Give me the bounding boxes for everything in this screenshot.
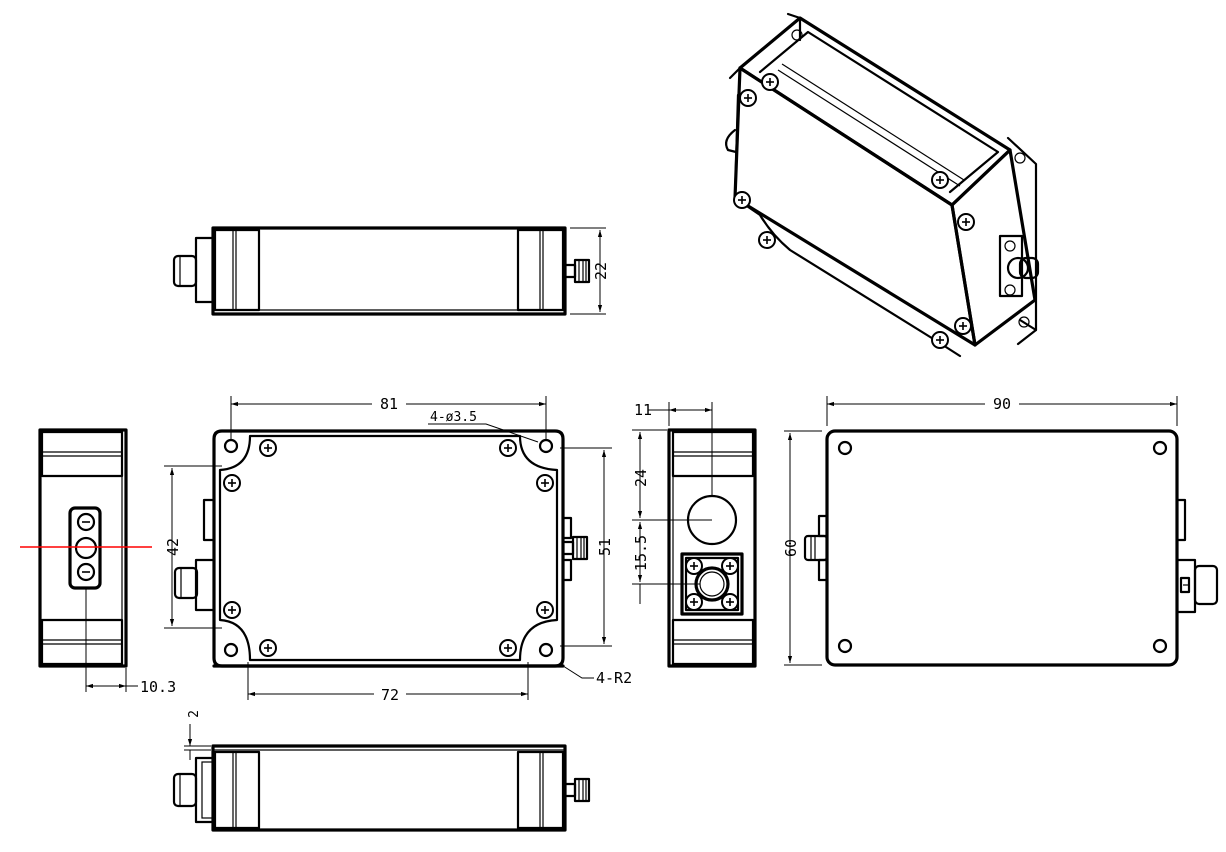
front-view: 81 4-ø3.5 42 51 72 4-R2 [164,394,632,704]
dim-top-width: 81 [380,395,398,413]
end-view-connector: 11 24 15.5 [632,401,757,668]
dim-hole-label: 4-ø3.5 [430,410,477,425]
side-view-top: 22 [172,226,610,316]
dim-base-width: 90 [993,395,1011,413]
side-view-bottom: 2 [172,710,591,832]
dim-side-height: 22 [592,262,610,280]
dim-outer-height: 51 [596,538,614,556]
isometric-view [725,12,1040,358]
dim-lip: 2 [187,710,202,718]
dim-inner-height: 42 [164,538,182,556]
dim-side-offset: 10.3 [140,678,176,696]
dim-bottom-width: 72 [381,686,399,704]
end-view-left: 10.3 [20,428,176,696]
dim-base-height: 60 [782,539,800,557]
dim-conn-offset-y2: 15.5 [632,535,650,571]
base-view: 90 60 [782,394,1219,667]
dim-corner-radius: 4-R2 [596,669,632,687]
dim-conn-offset-x: 11 [634,401,652,419]
dim-conn-offset-y1: 24 [632,469,650,487]
